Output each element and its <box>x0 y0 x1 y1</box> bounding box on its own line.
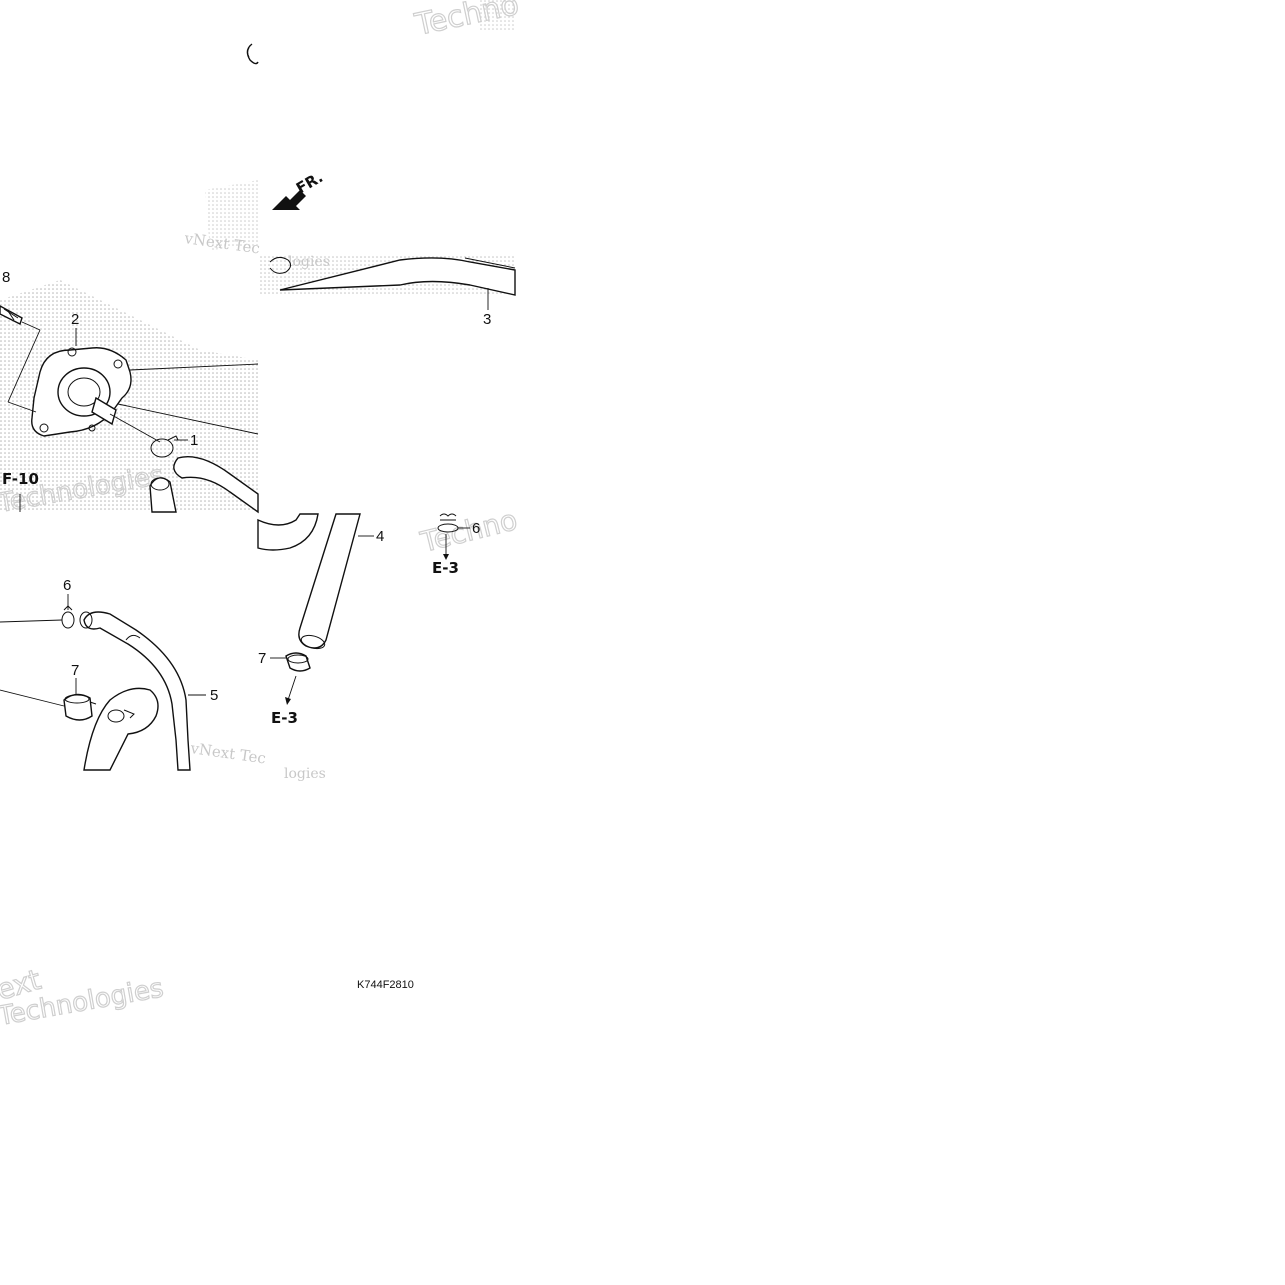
callout-2: 2 <box>71 311 79 328</box>
watermark: logies <box>288 254 330 270</box>
hose-3 <box>269 256 516 296</box>
leader-line <box>0 689 65 707</box>
reference-e3: E-3 <box>432 559 459 577</box>
callout-6: 6 <box>472 520 480 537</box>
bolt-icon <box>0 305 23 325</box>
callout-1: 1 <box>190 432 198 449</box>
callout-5: 5 <box>210 687 218 704</box>
front-direction-arrow-icon: FR. <box>272 168 326 210</box>
watermark: vNext Tec <box>188 739 267 768</box>
watermarks: Techno vNext Tec logies Technologies Tec… <box>0 0 523 1033</box>
leader-line <box>0 619 63 623</box>
hose-clamp-icon <box>437 513 470 560</box>
watermark: Techno <box>417 503 521 559</box>
hose-clamp-icon <box>246 43 259 65</box>
water-pump-icon <box>31 347 132 437</box>
watermark: logies <box>284 766 326 782</box>
callout-7: 7 <box>71 662 79 679</box>
drawing-code: K744F2810 <box>357 979 414 991</box>
hose-clamp-icon <box>150 435 179 458</box>
reference-f10: F-10 <box>2 470 39 488</box>
watermark: Techno <box>411 0 522 43</box>
callout-8: 8 <box>2 269 10 286</box>
hose-5 <box>79 611 191 771</box>
reference-e3: E-3 <box>271 709 298 727</box>
callout-6: 6 <box>63 577 71 594</box>
hose-clamp-icon <box>270 652 311 705</box>
leader-lines <box>7 321 259 512</box>
hose-4 <box>257 513 361 650</box>
hose <box>149 456 259 514</box>
callout-7: 7 <box>258 650 266 667</box>
hose <box>83 687 159 771</box>
hose-clamp-icon <box>63 693 97 721</box>
callout-3: 3 <box>483 311 491 328</box>
callout-4: 4 <box>376 528 384 545</box>
